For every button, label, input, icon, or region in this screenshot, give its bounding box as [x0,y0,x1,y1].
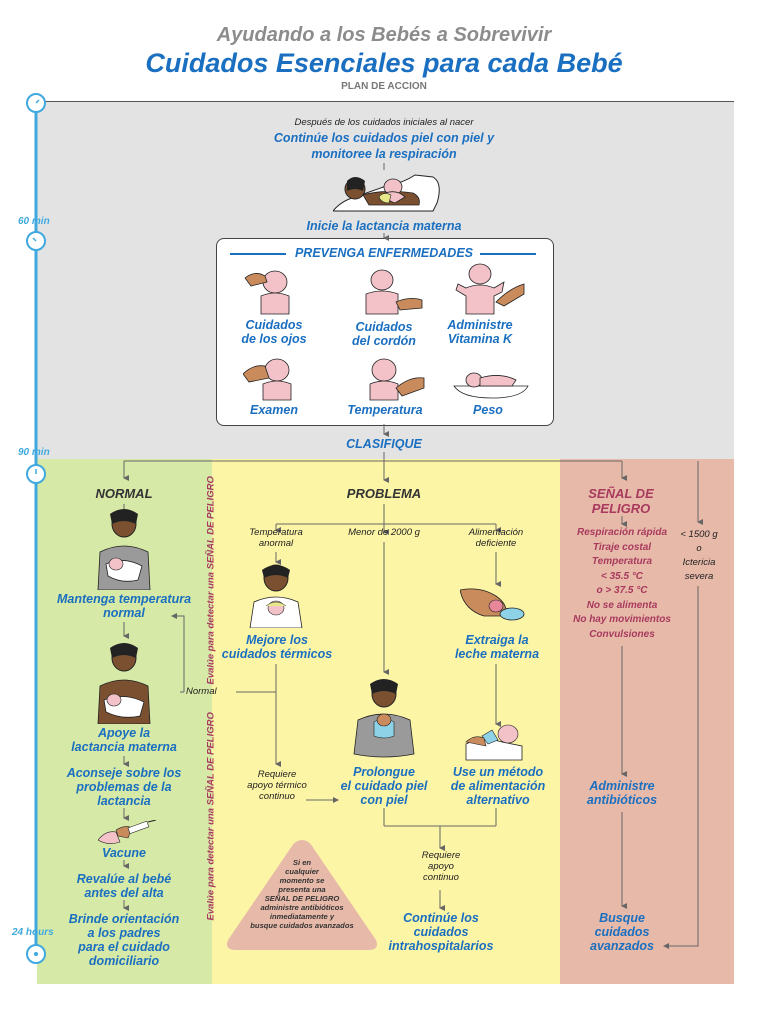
time-60: 60 min [18,216,50,227]
prevent-item-weight: Peso [473,403,503,417]
mother-holding-baby-icon [97,509,151,590]
danger-panel [560,459,734,984]
prevent-item-exam: Examen [250,403,298,417]
problem-head-weight: Menor de 2000 g [348,527,420,538]
time-24h: 24 hours [12,927,54,938]
time-90: 90 min [18,447,50,458]
mother-baby-lying-illustration [333,174,440,212]
temperature-illustration [369,358,425,401]
expressing-milk-icon [460,588,525,621]
after-birth-text: Después de los cuidados iniciales al nac… [294,117,474,128]
problem-title: PROBLEMA [346,486,422,501]
monitor-breath-text: monitoree la respiración [311,147,457,161]
plan-label: PLAN DE ACCION [341,81,427,92]
cord-care-illustration [365,269,423,315]
side-label-upper: Evalúe para detectar una SEÑAL DE PELIGR… [205,476,217,685]
skin-to-skin-mother-icon [353,679,415,758]
header-title: Cuidados Esenciales para cada Bebé [145,48,623,78]
prevent-item-temperature: Temperatura [347,403,423,417]
eye-care-illustration [244,270,290,315]
breastfeeding-start-text: Inicie la lactancia materna [306,219,462,233]
prevent-title: PREVENGA ENFERMEDADES [290,246,478,260]
danger-warning-triangle [227,840,377,950]
prevent-title-rule [230,253,536,255]
wrapped-baby-mother-icon [249,564,303,628]
exam-illustration [243,358,292,401]
classify-label: CLASIFIQUE [346,437,422,451]
normal-title: NORMAL [95,486,153,501]
weight-scale-illustration [453,372,529,399]
mother-breastfeeding-icon [97,643,151,724]
cup-feeding-icon [465,724,523,761]
continue-skin-text: Continúe los cuidados piel con piel y [273,131,495,145]
normal-step-vaccinate: Vacune [101,846,146,860]
vitamin-k-illustration [455,263,525,315]
header-subtitle: Ayudando a los Bebés a Sobrevivir [216,24,552,46]
vaccine-syringe-icon [98,820,157,844]
normal-return-label: Normal [186,686,217,697]
